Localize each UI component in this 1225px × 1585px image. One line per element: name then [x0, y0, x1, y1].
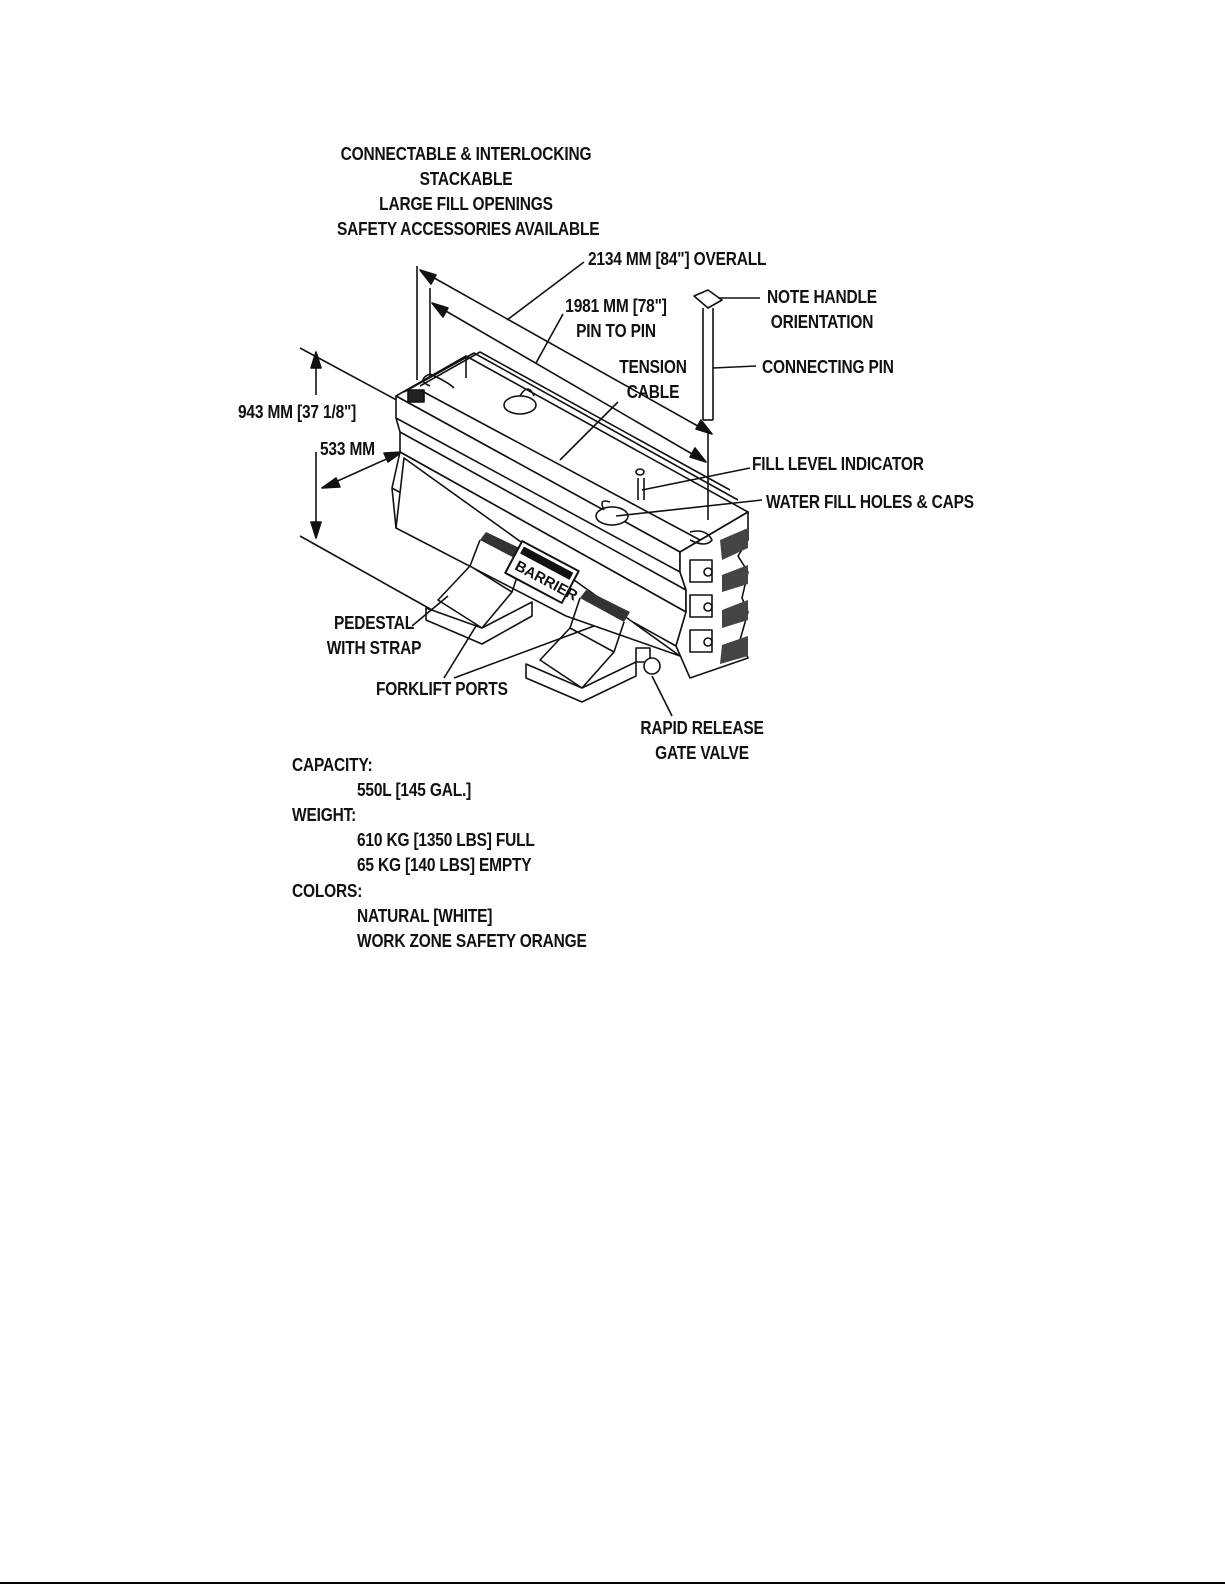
colors-heading: COLORS: [292, 881, 363, 901]
tension-cable-label-1: TENSION [619, 357, 687, 377]
feature-list: CONNECTABLE & INTERLOCKING STACKABLE LAR… [337, 142, 600, 242]
connecting-pin [693, 289, 760, 520]
note-handle-label-1: NOTE HANDLE [767, 287, 877, 307]
note-handle-label: NOTE HANDLE ORIENTATION [764, 285, 881, 335]
width-dimension-label: 533 MM [320, 439, 375, 459]
color-natural-value: NATURAL [WHITE] [357, 906, 493, 926]
feature-safety-accessories: SAFETY ACCESSORIES AVAILABLE [337, 219, 600, 239]
gate-valve-label-1: RAPID RELEASE [640, 718, 764, 738]
tension-cable-label-2: CABLE [626, 382, 680, 402]
connecting-pin-label: CONNECTING PIN [762, 357, 894, 377]
note-handle-label-2: ORIENTATION [770, 312, 874, 332]
overall-dimension [416, 261, 713, 435]
weight-heading: WEIGHT: [292, 805, 357, 825]
pin-to-pin-label-2: PIN TO PIN [576, 321, 656, 341]
barrier-body [391, 351, 749, 703]
leader-lines [411, 401, 763, 717]
tension-cable-label: TENSION CABLE [616, 355, 690, 405]
pedestal-label-2: WITH STRAP [326, 638, 422, 658]
pedestal-label: PEDESTAL WITH STRAP [326, 611, 422, 661]
page-bottom-rule [0, 1582, 1225, 1584]
forklift-ports-label: FORKLIFT PORTS [376, 679, 508, 699]
height-dimension-label: 943 MM [37 1/8"] [238, 402, 357, 422]
weight-empty-value: 65 KG [140 LBS] EMPTY [357, 855, 532, 875]
fill-level-indicator-label: FILL LEVEL INDICATOR [752, 454, 924, 474]
weight-full-value: 610 KG [1350 LBS] FULL [357, 830, 535, 850]
pin-to-pin-label-1: 1981 MM [78"] [565, 296, 667, 316]
gate-valve-label: RAPID RELEASE GATE VALVE [640, 716, 764, 766]
pedestal-label-1: PEDESTAL [333, 613, 415, 633]
capacity-value: 550L [145 GAL.] [357, 780, 472, 800]
water-fill-holes-label: WATER FILL HOLES & CAPS [766, 492, 974, 512]
pin-to-pin-label: 1981 MM [78"] PIN TO PIN [554, 294, 678, 344]
feature-connectable: CONNECTABLE & INTERLOCKING [340, 144, 592, 164]
overall-dimension-label: 2134 MM [84"] OVERALL [588, 249, 767, 269]
feature-stackable: STACKABLE [419, 169, 513, 189]
color-orange-value: WORK ZONE SAFETY ORANGE [357, 931, 587, 951]
feature-fill-openings: LARGE FILL OPENINGS [379, 194, 553, 214]
pin-to-pin-dimension [429, 288, 707, 463]
gate-valve-label-2: GATE VALVE [655, 743, 749, 763]
height-dimension [299, 347, 433, 611]
width-dimension [321, 451, 403, 489]
capacity-heading: CAPACITY: [292, 755, 373, 775]
